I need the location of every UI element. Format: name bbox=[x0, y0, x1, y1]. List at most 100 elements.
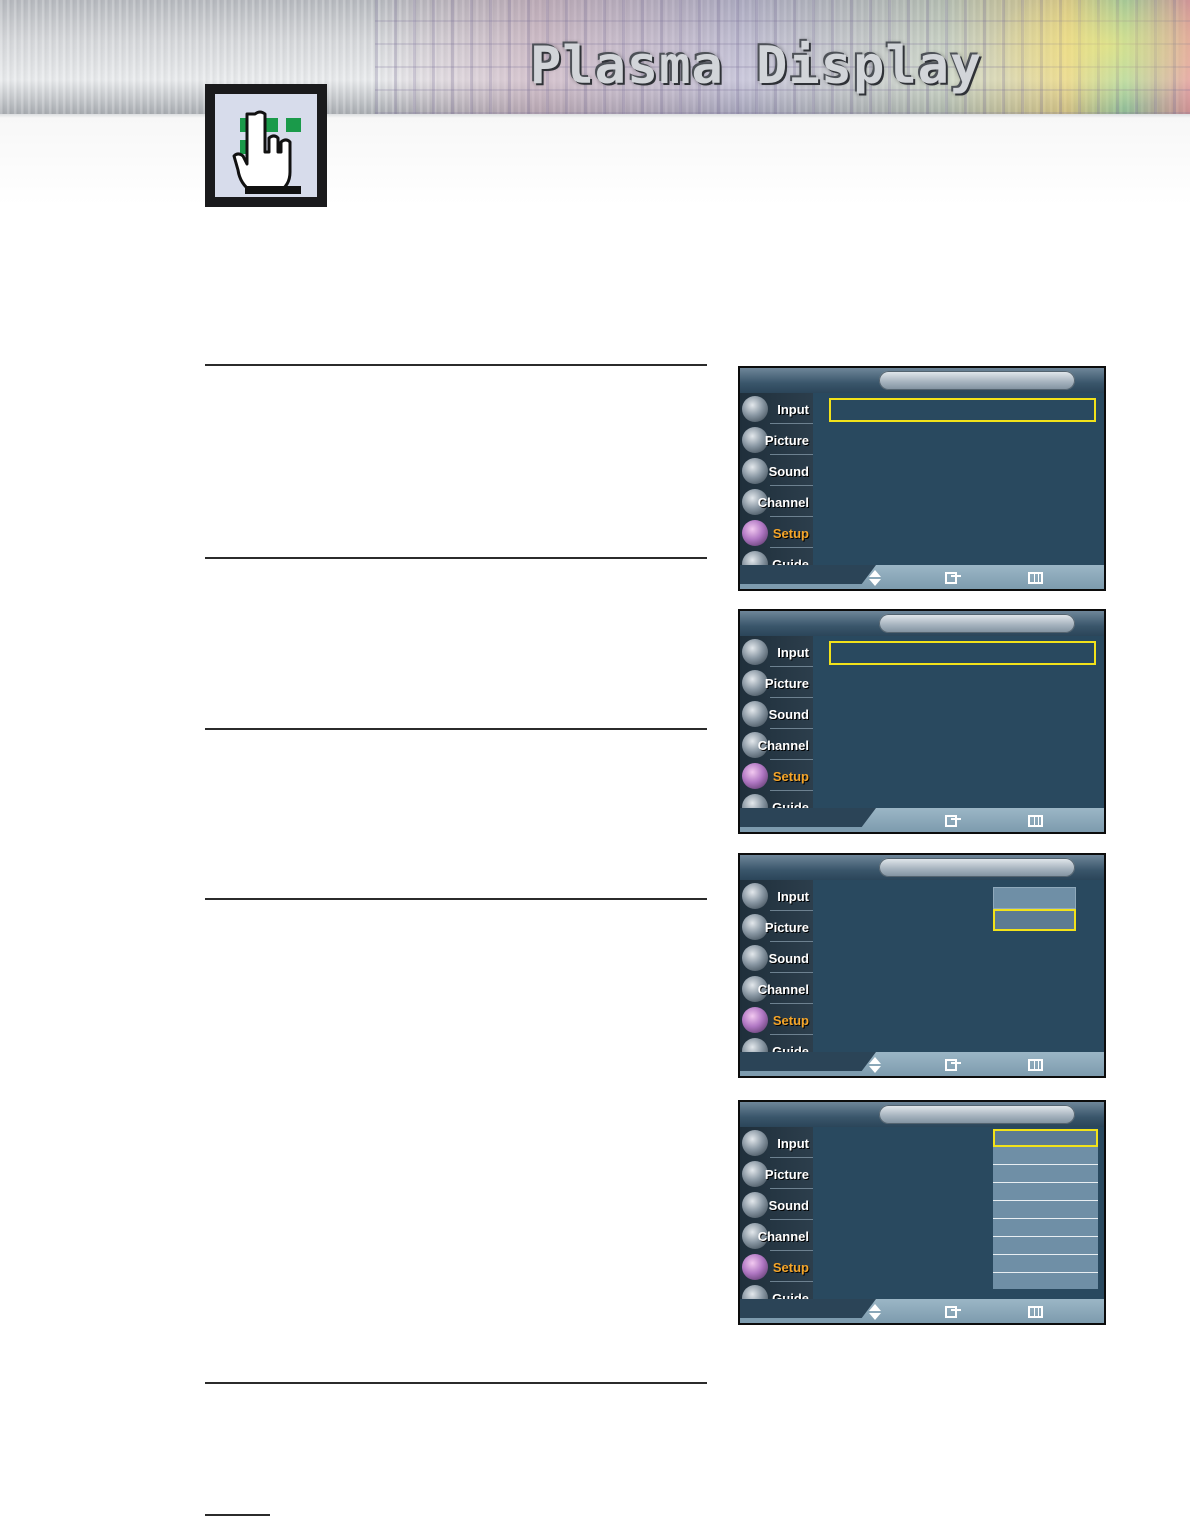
sound-icon bbox=[742, 701, 768, 727]
osd-menu-sound[interactable]: Sound bbox=[740, 942, 813, 973]
osd-menu-label: Picture bbox=[764, 676, 809, 691]
option-box-selected[interactable] bbox=[993, 909, 1076, 931]
option-box[interactable] bbox=[993, 887, 1076, 909]
osd-menu-setup[interactable]: Setup bbox=[740, 1251, 813, 1282]
osd-screenshot-1: Input Picture Sound Channel Setup Guide bbox=[738, 366, 1106, 591]
channel-icon bbox=[742, 489, 768, 515]
osd-title-bar bbox=[740, 855, 1104, 880]
setup-icon bbox=[742, 1007, 768, 1033]
sound-icon bbox=[742, 1192, 768, 1218]
setup-icon bbox=[742, 763, 768, 789]
hand-icon bbox=[232, 110, 301, 194]
osd-menu-channel[interactable]: Channel bbox=[740, 729, 813, 760]
header-banner: Plasma Display bbox=[0, 0, 1190, 205]
list-item[interactable] bbox=[993, 1273, 1098, 1291]
osd-title-bar bbox=[740, 368, 1104, 393]
picture-icon bbox=[742, 1161, 768, 1187]
enter-icon bbox=[945, 1304, 961, 1320]
osd-title-pill bbox=[879, 614, 1075, 633]
list-item[interactable] bbox=[993, 1255, 1098, 1273]
osd-menu-sound[interactable]: Sound bbox=[740, 455, 813, 486]
list-item[interactable] bbox=[993, 1165, 1098, 1183]
osd-menu-input[interactable]: Input bbox=[740, 1127, 813, 1158]
osd-menu-input[interactable]: Input bbox=[740, 393, 813, 424]
enter-icon bbox=[945, 813, 961, 829]
list-item[interactable] bbox=[993, 1147, 1098, 1165]
osd-control-bar bbox=[740, 1052, 1104, 1076]
header-title: Plasma Display bbox=[530, 36, 983, 96]
osd-menu-picture[interactable]: Picture bbox=[740, 424, 813, 455]
osd-menu-label: Sound bbox=[768, 1198, 809, 1213]
osd-menu-label: Setup bbox=[772, 1013, 809, 1028]
list-item[interactable] bbox=[993, 1219, 1098, 1237]
input-icon bbox=[742, 883, 768, 909]
section-divider bbox=[205, 364, 707, 366]
osd-menu-channel[interactable]: Channel bbox=[740, 973, 813, 1004]
osd-title-pill bbox=[879, 1105, 1075, 1124]
osd-menu-input[interactable]: Input bbox=[740, 636, 813, 667]
osd-menu-label: Sound bbox=[768, 464, 809, 479]
osd-menu-setup[interactable]: Setup bbox=[740, 760, 813, 791]
banner-glow bbox=[980, 0, 1190, 114]
input-icon bbox=[742, 1130, 768, 1156]
osd-menu-label: Sound bbox=[768, 707, 809, 722]
section-divider bbox=[205, 1382, 707, 1384]
list-item-selected[interactable] bbox=[993, 1129, 1098, 1147]
osd-menu-picture[interactable]: Picture bbox=[740, 1158, 813, 1189]
osd-menu-label: Picture bbox=[764, 920, 809, 935]
menu-icon bbox=[1028, 1304, 1043, 1320]
option-list bbox=[993, 1129, 1098, 1289]
osd-menu-label: Sound bbox=[768, 951, 809, 966]
selection-highlight[interactable] bbox=[829, 398, 1096, 422]
sound-icon bbox=[742, 945, 768, 971]
list-item[interactable] bbox=[993, 1183, 1098, 1201]
updown-arrows-icon bbox=[868, 1304, 882, 1320]
osd-sidebar: Input Picture Sound Channel Setup Guide bbox=[740, 636, 813, 820]
sound-icon bbox=[742, 458, 768, 484]
osd-menu-sound[interactable]: Sound bbox=[740, 698, 813, 729]
picture-icon bbox=[742, 670, 768, 696]
osd-menu-label: Channel bbox=[757, 1229, 809, 1244]
osd-menu-channel[interactable]: Channel bbox=[740, 1220, 813, 1251]
osd-sidebar: Input Picture Sound Channel Setup Guide bbox=[740, 1127, 813, 1311]
osd-menu-setup[interactable]: Setup bbox=[740, 517, 813, 548]
menu-icon bbox=[1028, 813, 1043, 829]
osd-menu-setup[interactable]: Setup bbox=[740, 1004, 813, 1035]
section-divider bbox=[205, 557, 707, 559]
osd-menu-label: Channel bbox=[757, 738, 809, 753]
osd-menu-sound[interactable]: Sound bbox=[740, 1189, 813, 1220]
osd-control-bar bbox=[740, 565, 1104, 589]
osd-menu-picture[interactable]: Picture bbox=[740, 667, 813, 698]
section-divider bbox=[205, 898, 707, 900]
osd-menu-label: Input bbox=[777, 889, 809, 904]
osd-menu-label: Channel bbox=[757, 495, 809, 510]
osd-screenshot-3: Input Picture Sound Channel Setup Guide bbox=[738, 853, 1106, 1078]
input-icon bbox=[742, 396, 768, 422]
channel-icon bbox=[742, 976, 768, 1002]
menu-icon bbox=[1028, 1057, 1043, 1073]
osd-menu-input[interactable]: Input bbox=[740, 880, 813, 911]
osd-menu-label: Input bbox=[777, 402, 809, 417]
osd-screenshot-4: Input Picture Sound Channel Setup Guide bbox=[738, 1100, 1106, 1325]
channel-icon bbox=[742, 732, 768, 758]
osd-sidebar: Input Picture Sound Channel Setup Guide bbox=[740, 880, 813, 1064]
picture-icon bbox=[742, 914, 768, 940]
hand-pointer-icon bbox=[205, 84, 327, 207]
osd-menu-label: Setup bbox=[772, 526, 809, 541]
osd-menu-label: Setup bbox=[772, 1260, 809, 1275]
enter-icon bbox=[945, 570, 961, 586]
updown-arrows-icon bbox=[868, 1057, 882, 1073]
list-item[interactable] bbox=[993, 1201, 1098, 1219]
osd-title-pill bbox=[879, 371, 1075, 390]
section-divider bbox=[205, 728, 707, 730]
selection-highlight[interactable] bbox=[829, 641, 1096, 665]
osd-title-bar bbox=[740, 1102, 1104, 1127]
osd-control-bar bbox=[740, 808, 1104, 832]
picture-icon bbox=[742, 427, 768, 453]
osd-menu-picture[interactable]: Picture bbox=[740, 911, 813, 942]
osd-title-bar bbox=[740, 611, 1104, 636]
list-item[interactable] bbox=[993, 1237, 1098, 1255]
osd-sidebar: Input Picture Sound Channel Setup Guide bbox=[740, 393, 813, 577]
channel-icon bbox=[742, 1223, 768, 1249]
osd-menu-channel[interactable]: Channel bbox=[740, 486, 813, 517]
